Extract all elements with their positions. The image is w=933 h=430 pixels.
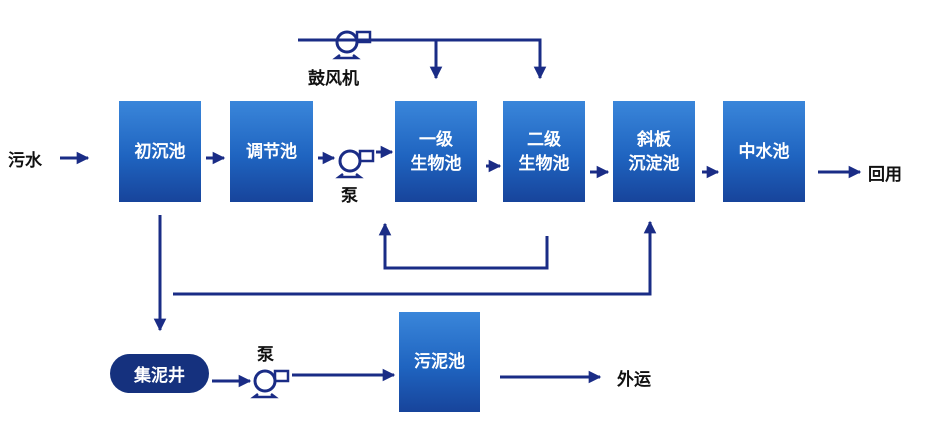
unit-sludge-tank: 污泥池: [399, 312, 480, 412]
label-inlet: 污水: [8, 151, 42, 171]
unit-secondary-bio-tank: 二级 生物池: [503, 101, 585, 202]
unit-inclined-plate-settler: 斜板 沉淀池: [613, 101, 695, 202]
unit-reclaimed-water-tank: 中水池: [723, 101, 805, 202]
label-pump: 泵: [341, 186, 358, 206]
label-haul-outlet: 外运: [617, 370, 651, 390]
label-pump: 泵: [257, 345, 274, 365]
pump-icon: [250, 369, 290, 399]
label-blower: 鼓风机: [308, 69, 359, 89]
pump-icon: [335, 149, 375, 179]
air-line: [298, 38, 547, 80]
label-reuse-outlet: 回用: [868, 165, 902, 185]
unit-sludge-collection-well: 集泥井: [110, 354, 209, 393]
primary-bypass-to-settler: [173, 220, 657, 296]
unit-equalization-tank: 调节池: [230, 101, 313, 202]
recycle-bio2-to-bio1: [378, 222, 549, 270]
unit-primary-bio-tank: 一级 生物池: [395, 101, 477, 202]
unit-primary-clarifier: 初沉池: [119, 101, 201, 202]
blower-icon: [332, 30, 372, 60]
